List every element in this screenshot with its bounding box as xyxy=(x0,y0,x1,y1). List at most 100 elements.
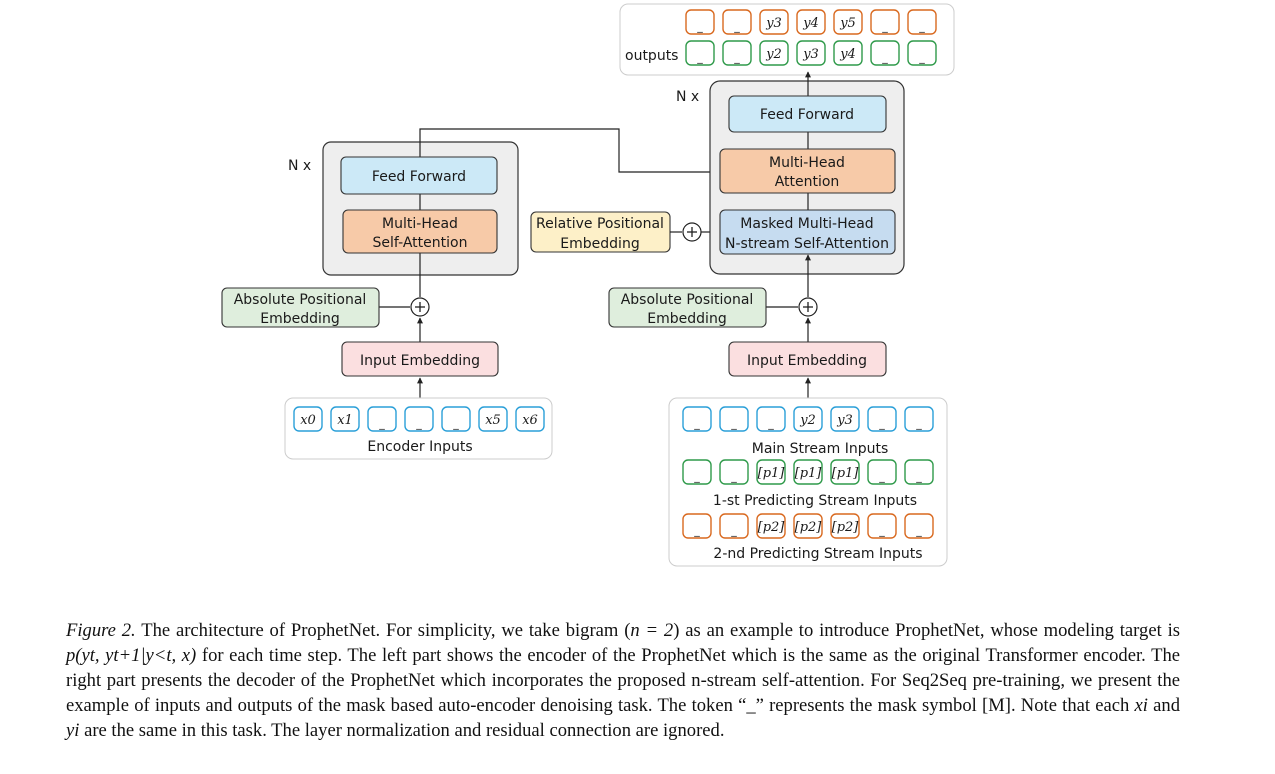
mask-token: _ xyxy=(878,417,885,430)
relative-plus-node xyxy=(682,222,702,242)
decoder-cross-attention-block: Multi-Head Attention xyxy=(719,148,896,194)
mask-token: _ xyxy=(730,470,737,483)
predicting-stream-1-label: 1-st Predicting Stream Inputs xyxy=(713,493,917,509)
encoder-plus-node xyxy=(410,297,430,317)
encoder-attention-label-line2: Self-Attention xyxy=(373,235,468,251)
token-cell xyxy=(870,9,900,35)
mask-token: _ xyxy=(730,524,737,537)
token-cell xyxy=(867,513,897,539)
mask-token: _ xyxy=(693,470,700,483)
decoder-nx-label: N x xyxy=(676,89,699,105)
token-cell xyxy=(833,40,863,66)
mask-token: _ xyxy=(878,524,885,537)
relative-pos-label-line2: Embedding xyxy=(560,236,639,252)
token-label: y3 xyxy=(836,413,853,428)
token-label: x5 xyxy=(485,413,501,428)
token-cell xyxy=(793,406,823,432)
caption-math-xi: xi xyxy=(1134,695,1148,716)
mask-token: _ xyxy=(881,20,888,33)
predicting-stream-1-cells: __[p1][p1][p1]__ xyxy=(682,459,934,485)
token-label: y2 xyxy=(799,413,816,428)
mask-token: _ xyxy=(696,51,703,64)
mask-token: _ xyxy=(915,470,922,483)
token-label: y3 xyxy=(765,16,782,31)
token-cell xyxy=(830,513,860,539)
token-label: y5 xyxy=(839,16,856,31)
mask-token: _ xyxy=(378,417,385,430)
mask-token: _ xyxy=(696,20,703,33)
encoder-input-embedding: Input Embedding xyxy=(341,341,499,377)
prophetnet-architecture-diagram: N x Feed Forward Multi-Head Self-Attenti… xyxy=(221,3,955,567)
encoder-attention-label-line1: Multi-Head xyxy=(382,216,458,232)
token-cell xyxy=(404,406,434,432)
relative-pos-label-line1: Relative Positional xyxy=(536,216,664,232)
encoder-feed-forward-block: Feed Forward xyxy=(340,156,498,195)
caption-text-1: The architecture of ProphetNet. For simp… xyxy=(135,620,631,641)
decoder-abs-pos-label-line2: Embedding xyxy=(647,311,726,327)
token-label: [p1] xyxy=(758,466,786,481)
predicting-stream-2-label: 2-nd Predicting Stream Inputs xyxy=(713,546,922,562)
token-cell xyxy=(441,406,471,432)
main-stream-label: Main Stream Inputs xyxy=(752,441,889,457)
encoder-feed-forward-label: Feed Forward xyxy=(372,169,466,185)
token-cell xyxy=(293,406,323,432)
token-cell xyxy=(682,406,712,432)
token-cell xyxy=(515,406,545,432)
token-cell xyxy=(330,406,360,432)
token-label: [p2] xyxy=(795,520,823,535)
token-label: x1 xyxy=(337,413,353,428)
caption-text-3: for each time step. The left part shows … xyxy=(66,645,1180,716)
relative-positional-embedding: Relative Positional Embedding xyxy=(530,211,671,253)
decoder-cross-attention-label-line2: Attention xyxy=(775,174,840,190)
token-cell xyxy=(719,406,749,432)
token-cell xyxy=(867,459,897,485)
mask-token: _ xyxy=(733,20,740,33)
decoder-cross-attention-label-line1: Multi-Head xyxy=(769,155,845,171)
token-cell xyxy=(685,40,715,66)
mask-token: _ xyxy=(730,417,737,430)
token-cell xyxy=(756,513,786,539)
decoder-feed-forward-label: Feed Forward xyxy=(760,107,854,123)
decoder-abs-pos-label-line1: Absolute Positional xyxy=(621,292,754,308)
token-cell xyxy=(719,513,749,539)
outputs-label: outputs xyxy=(625,48,678,64)
encoder-self-attention-block: Multi-Head Self-Attention xyxy=(342,209,498,254)
mask-token: _ xyxy=(452,417,459,430)
decoder-input-embedding-label: Input Embedding xyxy=(747,353,867,369)
token-cell xyxy=(759,9,789,35)
token-cell xyxy=(833,9,863,35)
token-cell xyxy=(759,40,789,66)
mask-token: _ xyxy=(733,51,740,64)
decoder-plus-node xyxy=(798,297,818,317)
encoder-input-embedding-label: Input Embedding xyxy=(360,353,480,369)
encoder-absolute-positional-embedding: Absolute Positional Embedding xyxy=(221,287,380,328)
mask-token: _ xyxy=(415,417,422,430)
token-label: [p2] xyxy=(758,520,786,535)
encoder-nx-label: N x xyxy=(288,158,311,174)
token-cell xyxy=(793,459,823,485)
decoder-masked-attention-block: Masked Multi-Head N-stream Self-Attentio… xyxy=(719,209,896,255)
token-cell xyxy=(830,406,860,432)
token-label: y4 xyxy=(839,47,856,62)
token-cell xyxy=(367,406,397,432)
token-label: y2 xyxy=(765,47,782,62)
encoder-abs-pos-label-line1: Absolute Positional xyxy=(234,292,367,308)
caption-text-5: are the same in this task. The layer nor… xyxy=(79,720,725,741)
token-cell xyxy=(719,459,749,485)
token-label: [p1] xyxy=(795,466,823,481)
token-cell xyxy=(867,406,897,432)
mask-token: _ xyxy=(878,470,885,483)
token-cell xyxy=(904,459,934,485)
caption-math-target: p(yt, yt+1|y<t, x) xyxy=(66,645,197,666)
caption-math-yi: yi xyxy=(66,720,80,741)
predicting-stream-2-cells: __[p2][p2][p2]__ xyxy=(682,513,934,539)
caption-math-n: n = 2 xyxy=(630,620,674,641)
mask-token: _ xyxy=(881,51,888,64)
token-cell xyxy=(682,459,712,485)
token-label: y4 xyxy=(802,16,819,31)
token-cell xyxy=(904,513,934,539)
token-cell xyxy=(685,9,715,35)
